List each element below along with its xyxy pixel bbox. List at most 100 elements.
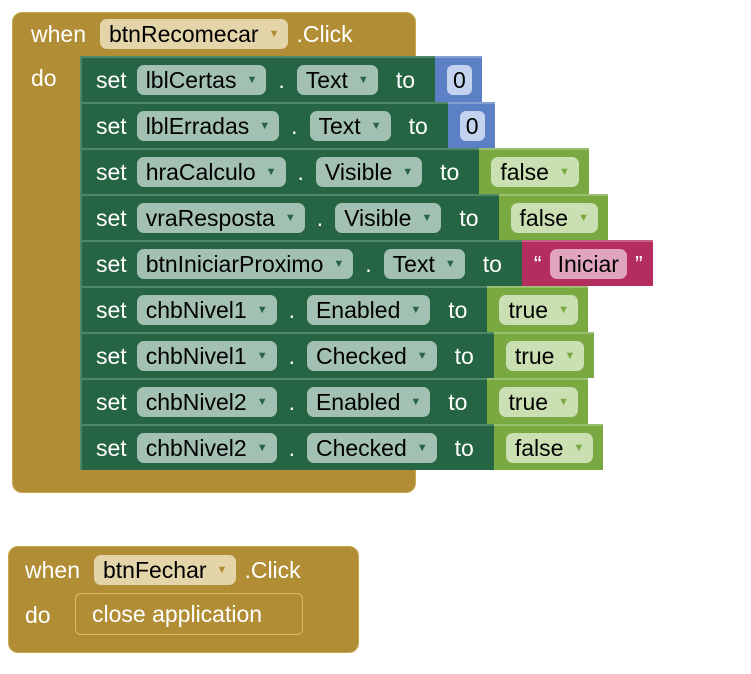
component-dropdown[interactable]: chbNivel1 ▼ xyxy=(136,341,277,371)
boolean-dropdown[interactable]: false▼ xyxy=(505,433,594,463)
component-dropdown[interactable]: lblErradas▼ xyxy=(136,111,280,141)
set-property-row: set hraCalculo▼ . Visible▼ to false▼ xyxy=(80,148,653,194)
property-name: Visible xyxy=(344,204,412,231)
do-label: do xyxy=(25,602,51,628)
dropdown-arrow-icon: ▼ xyxy=(333,258,345,270)
boolean-block[interactable]: true▼ xyxy=(493,332,595,378)
property-dropdown[interactable]: Checked▼ xyxy=(306,433,437,463)
set-property-block[interactable]: set btnIniciarProximo▼ . Text▼ to xyxy=(80,240,522,286)
set-property-block[interactable]: set chbNivel2▼ . Enabled▼ to xyxy=(80,378,488,424)
component-dropdown[interactable]: chbNivel2▼ xyxy=(136,433,277,463)
component-name: btnIniciarProximo xyxy=(145,250,324,277)
dropdown-arrow-icon: ▼ xyxy=(370,120,382,132)
component-name: chbNivel2 xyxy=(145,388,247,415)
dropdown-arrow-icon: ▼ xyxy=(410,396,422,408)
set-property-row: set chbNivel1▼ . Enabled▼ to true▼ xyxy=(80,286,653,332)
component-dropdown[interactable]: chbNivel1▼ xyxy=(136,295,277,325)
dropdown-arrow-icon: ▼ xyxy=(256,396,268,408)
dropdown-arrow-icon: ▼ xyxy=(246,74,258,86)
set-label: set xyxy=(96,342,127,369)
component-dropdown[interactable]: hraCalculo▼ xyxy=(136,157,286,187)
property-name: Enabled xyxy=(315,296,401,323)
set-property-block[interactable]: set lblCertas▼ . Text▼ to xyxy=(80,56,435,102)
to-label: to xyxy=(448,296,468,323)
set-property-block[interactable]: set hraCalculo▼ . Visible▼ to xyxy=(80,148,480,194)
property-dropdown[interactable]: Visible ▼ xyxy=(335,203,442,233)
boolean-value: false xyxy=(514,434,564,461)
do-label: do xyxy=(31,65,57,91)
dropdown-arrow-icon: ▼ xyxy=(578,212,589,224)
component-dropdown[interactable]: btnIniciarProximo ▼ xyxy=(136,249,354,279)
property-dropdown[interactable]: Visible▼ xyxy=(315,157,423,187)
set-property-row: set vraResposta▼ . Visible▼ to false▼ xyxy=(80,194,653,240)
when-label: when xyxy=(25,556,80,583)
when-btnRecomecar-click-block[interactable]: when btnRecomecar▼ .Click do set lblCert… xyxy=(12,12,653,493)
set-label: set xyxy=(96,434,127,461)
boolean-value: false xyxy=(500,158,549,185)
component-name: chbNivel1 xyxy=(145,296,247,323)
close-quote: ” xyxy=(634,250,643,277)
dropdown-arrow-icon: ▼ xyxy=(558,304,569,316)
component-dropdown[interactable]: btnFechar▼ xyxy=(93,555,237,585)
component-dropdown[interactable]: vraResposta▼ xyxy=(136,203,305,233)
boolean-dropdown[interactable]: true▼ xyxy=(499,295,578,325)
dot-separator: . xyxy=(288,342,295,369)
set-property-row: set lblErradas▼ . Text▼ to 0 xyxy=(80,102,653,148)
boolean-block[interactable]: true▼ xyxy=(487,378,588,424)
dot-separator: . xyxy=(278,66,285,93)
dropdown-arrow-icon: ▼ xyxy=(216,564,228,576)
dropdown-arrow-icon: ▼ xyxy=(259,120,271,132)
to-label: to xyxy=(482,250,502,277)
when-btnFechar-click-block[interactable]: when btnFechar▼ .Click do close applicat… xyxy=(8,546,359,653)
dropdown-arrow-icon: ▼ xyxy=(256,350,268,362)
component-name: vraResposta xyxy=(145,204,275,231)
property-name: Text xyxy=(305,66,348,93)
number-field[interactable]: 0 xyxy=(447,65,472,95)
dropdown-arrow-icon: ▼ xyxy=(410,304,422,316)
set-property-block[interactable]: set vraResposta▼ . Visible▼ to xyxy=(80,194,499,240)
component-dropdown[interactable]: btnRecomecar▼ xyxy=(99,19,289,49)
set-label: set xyxy=(96,112,127,139)
dropdown-arrow-icon: ▼ xyxy=(421,212,433,224)
set-property-block[interactable]: set chbNivel2▼ . Checked▼ to xyxy=(80,424,494,470)
property-dropdown[interactable]: Checked ▼ xyxy=(306,341,437,371)
set-label: set xyxy=(96,66,127,93)
number-field[interactable]: 0 xyxy=(459,111,485,141)
boolean-dropdown[interactable]: true▼ xyxy=(505,341,585,371)
text-block[interactable]: “Iniciar” xyxy=(521,240,653,286)
property-name: Checked xyxy=(315,342,407,369)
component-dropdown[interactable]: chbNivel2 ▼ xyxy=(136,387,277,417)
property-dropdown[interactable]: Text▼ xyxy=(296,65,378,95)
number-block[interactable]: 0 xyxy=(435,56,482,102)
dropdown-arrow-icon: ▼ xyxy=(416,350,428,362)
set-label: set xyxy=(96,296,127,323)
component-name: chbNivel1 xyxy=(145,342,247,369)
text-field[interactable]: Iniciar xyxy=(549,249,627,279)
set-label: set xyxy=(96,388,127,415)
component-dropdown[interactable]: lblCertas ▼ xyxy=(136,65,267,95)
boolean-block[interactable]: false▼ xyxy=(479,148,589,194)
dropdown-arrow-icon: ▼ xyxy=(564,350,576,362)
set-property-block[interactable]: set lblErradas▼ . Text▼ to xyxy=(80,102,448,148)
boolean-block[interactable]: false▼ xyxy=(498,194,608,240)
boolean-block[interactable]: true▼ xyxy=(487,286,588,332)
property-name: Text xyxy=(392,250,435,277)
to-label: to xyxy=(440,158,460,185)
boolean-dropdown[interactable]: false▼ xyxy=(491,157,579,187)
set-property-block[interactable]: set chbNivel1▼ . Enabled▼ to xyxy=(80,286,488,332)
boolean-dropdown[interactable]: false▼ xyxy=(510,203,598,233)
boolean-dropdown[interactable]: true▼ xyxy=(499,387,578,417)
dot-separator: . xyxy=(297,158,304,185)
property-dropdown[interactable]: Enabled ▼ xyxy=(306,295,431,325)
event-label: .Click xyxy=(296,20,353,47)
boolean-block[interactable]: false▼ xyxy=(493,424,604,470)
property-dropdown[interactable]: Text▼ xyxy=(383,249,465,279)
set-property-block[interactable]: set chbNivel1▼ . Checked▼ to xyxy=(80,332,494,378)
property-dropdown[interactable]: Text▼ xyxy=(309,111,391,141)
component-name: btnRecomecar xyxy=(108,20,259,47)
event-label: .Click xyxy=(244,556,301,583)
component-name: lblCertas xyxy=(145,66,237,93)
close-application-block[interactable]: close application xyxy=(75,593,303,635)
number-block[interactable]: 0 xyxy=(447,102,495,148)
property-dropdown[interactable]: Enabled▼ xyxy=(306,387,431,417)
